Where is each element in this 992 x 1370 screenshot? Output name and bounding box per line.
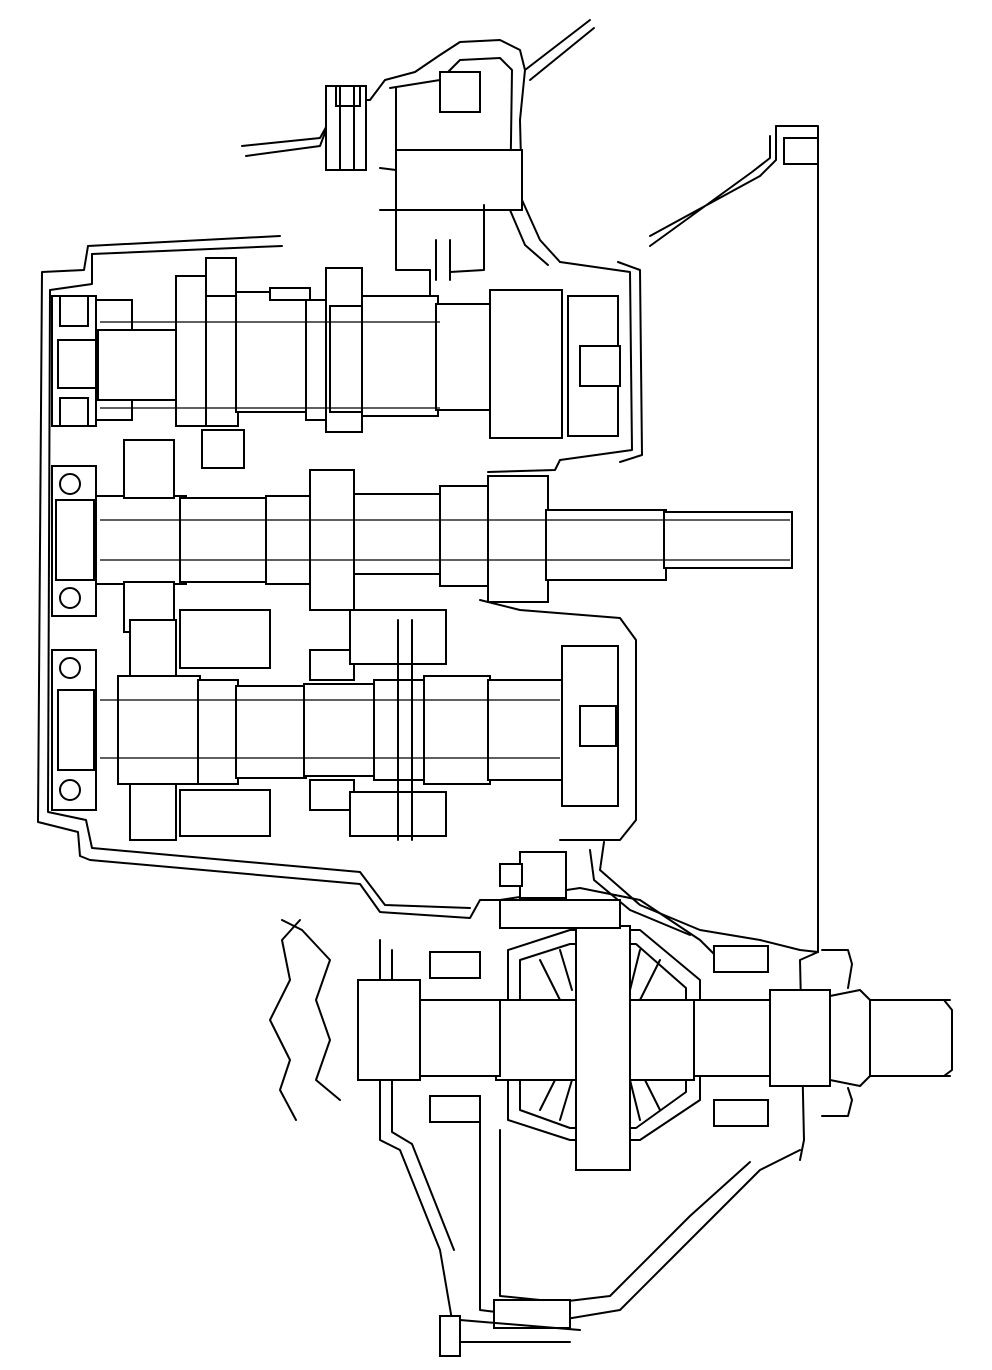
output-shaft-assembly (51, 439, 793, 633)
counter-shaft-assembly (51, 619, 619, 841)
idler-gear (499, 851, 567, 899)
differential-bearings (429, 945, 769, 1127)
differential-carrier (495, 899, 701, 1171)
engine-cutaway-edge (269, 919, 341, 1121)
bellhousing-flange (649, 125, 819, 953)
synchronizer-hubs (179, 609, 447, 841)
transmission-housing (37, 235, 819, 971)
drive-axle-shafts (357, 949, 953, 1117)
input-shaft-assembly (51, 257, 621, 469)
upper-shift-housing (241, 19, 595, 301)
